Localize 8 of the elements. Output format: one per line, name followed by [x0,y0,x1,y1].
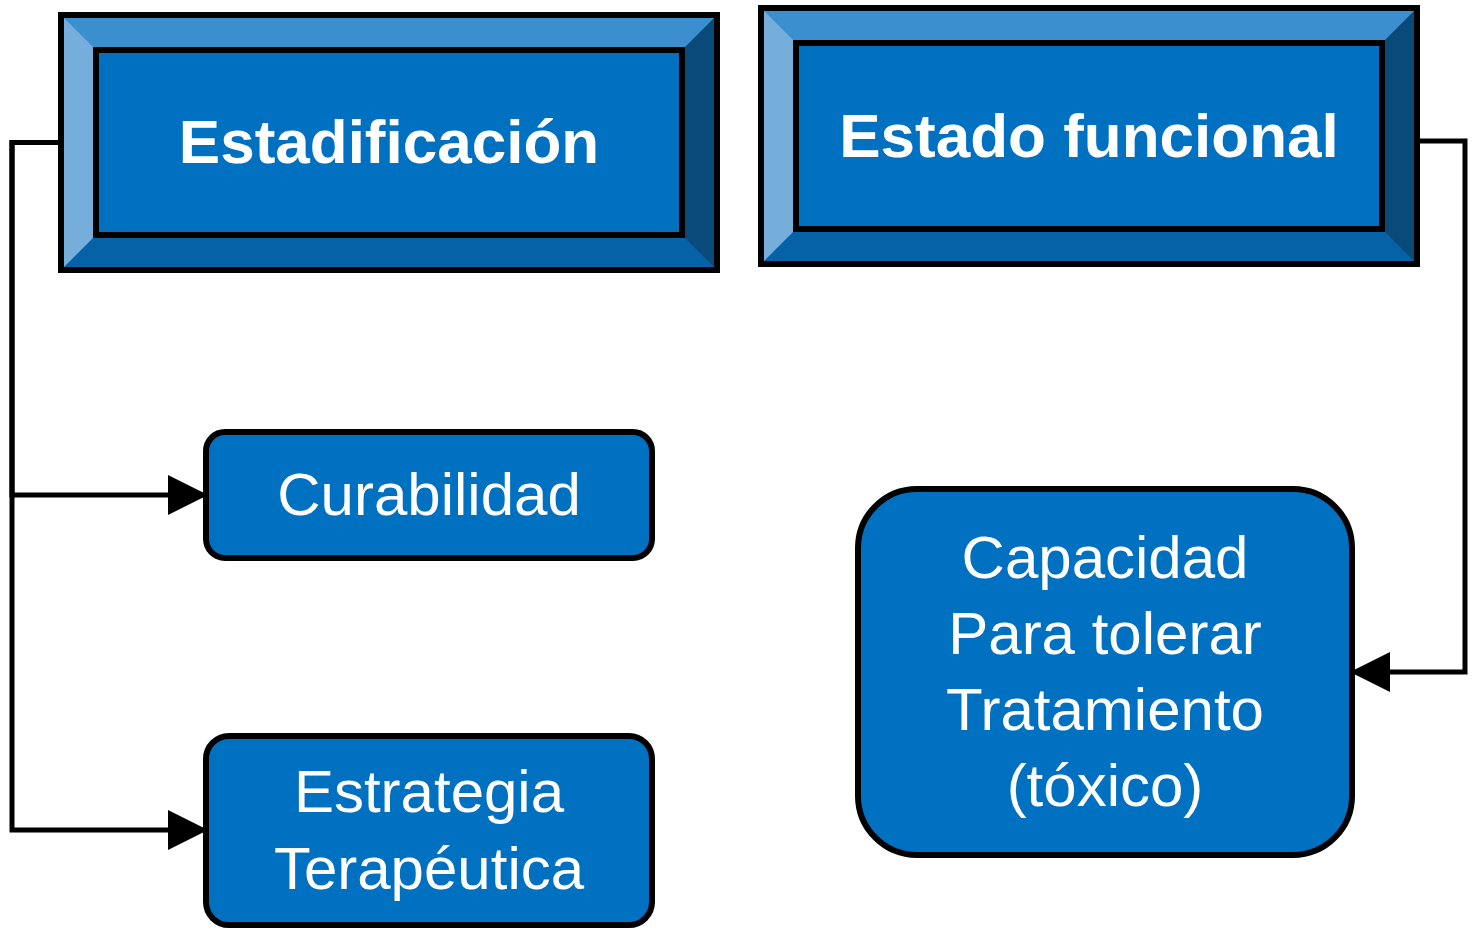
box-text: Estrategia Terapéutica [272,757,586,904]
rounded-box [855,486,1355,858]
rounded-box [203,429,655,561]
heading-text: Estadificación [178,106,600,179]
box-text: Curabilidad [277,459,581,530]
box-text: Capacidad Para tolerar Tratamiento (tóxico) [945,522,1265,822]
heading-text: Estado funcional [839,99,1339,172]
rounded-box [203,733,655,928]
